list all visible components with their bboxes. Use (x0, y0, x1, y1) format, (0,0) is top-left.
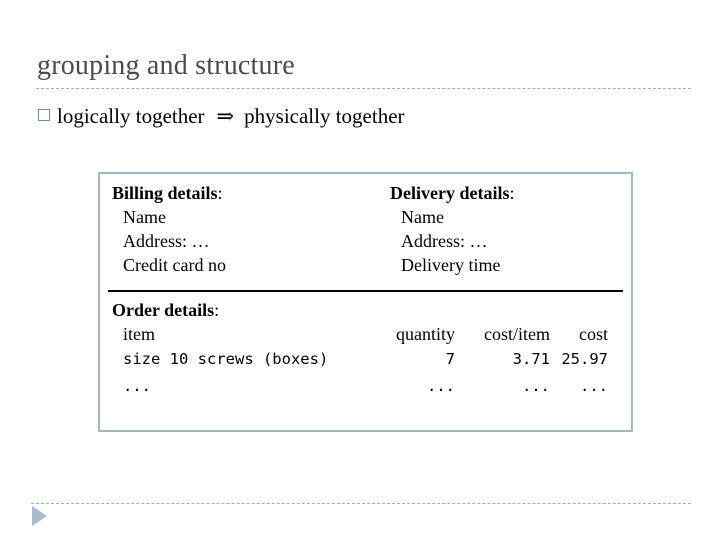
order-heading-colon: : (214, 300, 220, 320)
bullet-line: logically together ⇒ physically together (38, 103, 405, 129)
order-heading-label: Order details (112, 300, 215, 320)
footer-divider (31, 503, 691, 504)
list-item: Address: … (401, 231, 488, 251)
cell-cost: ... (580, 377, 608, 395)
billing-details-heading: Billing details: (112, 181, 226, 205)
table-row: ... ... ... ... (123, 372, 608, 400)
bullet-left-text: logically together (57, 104, 205, 128)
cell-item: ... (123, 377, 151, 395)
cell-cost-per-item: 3.71 (512, 350, 550, 368)
cell-item: size 10 screws (boxes) (123, 350, 329, 368)
list-item: Name (123, 207, 166, 227)
column-header-cost: cost (579, 324, 608, 344)
double-right-arrow-icon: ⇒ (216, 104, 235, 128)
table-header-row: item quantity cost/item cost (123, 322, 608, 347)
hollow-square-bullet-icon (38, 109, 50, 121)
list-item: Name (401, 207, 444, 227)
page-title: grouping and structure (37, 50, 295, 81)
section-divider (108, 290, 623, 292)
column-header-item: item (123, 324, 155, 344)
billing-heading-label: Billing details (112, 183, 218, 203)
list-item: Delivery time (401, 255, 501, 275)
cell-quantity: 7 (445, 350, 455, 368)
order-details-group: Order details: item quantity cost/item c… (112, 298, 626, 400)
cell-cost: 25.97 (561, 350, 608, 368)
title-divider (36, 88, 691, 89)
billing-heading-colon: : (217, 183, 223, 203)
list-item: Credit card no (123, 255, 226, 275)
cell-cost-per-item: ... (522, 377, 550, 395)
delivery-details-group: Delivery details: Name Address: … Delive… (390, 181, 515, 277)
table-row: size 10 screws (boxes) 7 3.71 25.97 (123, 347, 608, 372)
order-items-table: item quantity cost/item cost size 10 scr… (123, 322, 608, 400)
bullet-right-text: physically together (244, 104, 405, 128)
delivery-details-heading: Delivery details: (390, 181, 515, 205)
play-triangle-icon[interactable] (32, 506, 47, 526)
delivery-heading-colon: : (509, 183, 515, 203)
delivery-details-items: Name Address: … Delivery time (390, 205, 515, 277)
list-item: Address: … (123, 231, 210, 251)
delivery-heading-label: Delivery details (390, 183, 510, 203)
billing-details-items: Name Address: … Credit card no (112, 205, 226, 277)
column-header-cost-per-item: cost/item (484, 324, 550, 344)
column-header-quantity: quantity (396, 324, 455, 344)
order-form-panel: Billing details: Name Address: … Credit … (98, 172, 633, 432)
order-details-heading: Order details: (112, 298, 626, 322)
billing-details-group: Billing details: Name Address: … Credit … (112, 181, 226, 277)
cell-quantity: ... (427, 377, 455, 395)
